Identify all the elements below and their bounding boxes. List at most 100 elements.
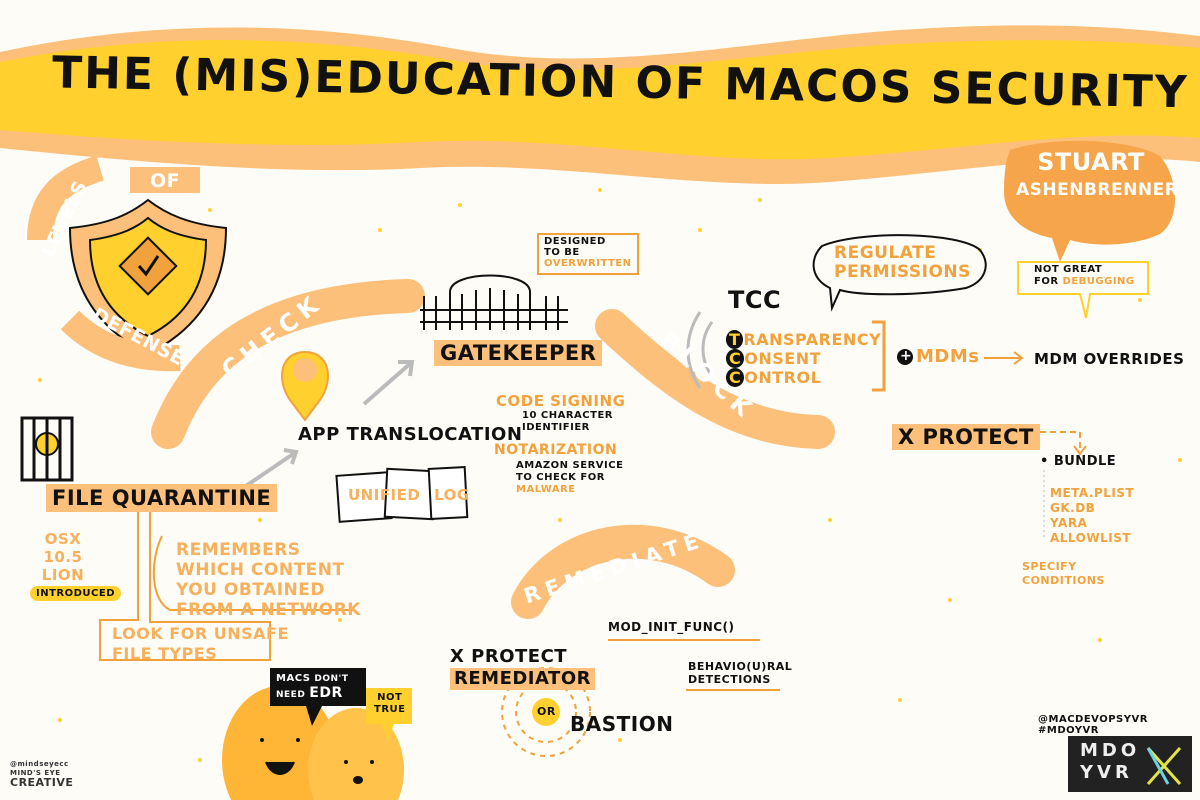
- translocation-pin-icon: [281, 350, 329, 422]
- log-word: LOG: [434, 486, 470, 504]
- remembers-line: WHICH CONTENT: [176, 560, 345, 580]
- designed-line: DESIGNED: [544, 236, 606, 247]
- remembers-line: REMEMBERS: [176, 540, 301, 560]
- of-label: OF: [150, 170, 181, 192]
- unsafe-note: LOOK FOR UNSAFE FILE TYPES: [112, 624, 289, 664]
- os-version-line: LION: [41, 566, 85, 584]
- title-ribbon: [0, 40, 1200, 160]
- notarization-note: AMAZON SERVICE TO CHECK FOR MALWARE: [516, 460, 623, 496]
- credit-line: MIND'S EYE: [10, 769, 61, 777]
- remediator-line: X PROTECT: [450, 646, 568, 667]
- designed-line: TO BE: [544, 247, 580, 258]
- edr-word: DON'T: [314, 674, 349, 684]
- remediator-line: REMEDIATOR: [450, 668, 595, 690]
- mdoyvr-logo: [1068, 736, 1192, 792]
- code-signing-line: IDENTIFIER: [522, 422, 590, 433]
- code-signing-label: CODE SIGNING: [496, 392, 626, 410]
- gate-icon: [420, 274, 568, 330]
- unified-word: UNIFIED: [348, 486, 421, 504]
- unified-log-icon: [335, 466, 469, 523]
- remediate-band: [511, 524, 735, 619]
- unsafe-line: LOOK FOR UNSAFE: [112, 624, 289, 643]
- code-signing-note: 10 CHARACTER IDENTIFIER: [522, 410, 613, 434]
- edr-word: EDR: [309, 685, 343, 701]
- bundle-files: META.PLIST GK.DB YARA ALLOWLIST: [1050, 486, 1134, 546]
- speaker-last: ASHENBRENNER: [1016, 180, 1179, 200]
- mdms-label: MDMs: [916, 346, 980, 367]
- shield-icon: [68, 198, 228, 356]
- tcc-word: ONTROL: [744, 368, 822, 387]
- plus-icon: +: [900, 348, 913, 364]
- speaker-name: STUART ASHENBRENNER: [1016, 148, 1179, 204]
- designed-note: DESIGNED TO BE OVERWRITTEN: [544, 236, 632, 269]
- specify-line: CONDITIONS: [1022, 574, 1105, 587]
- mdoyvr-logo-text: MDO YVR: [1080, 740, 1140, 784]
- specify-note: SPECIFY CONDITIONS: [1022, 560, 1105, 588]
- edr-bubble: [270, 668, 366, 726]
- app-translocation-label: APP TRANSLOCATION: [298, 424, 523, 445]
- tcc-letter: C: [726, 368, 745, 387]
- not-great-for: FOR: [1034, 276, 1059, 287]
- bundle-text: BUNDLE: [1053, 454, 1117, 469]
- unified-log-label: UNIFIED LOG: [348, 486, 470, 504]
- arrow-quarantine-to-translocation: [238, 450, 298, 492]
- logo-line: YVR: [1080, 762, 1133, 783]
- code-signing-line: 10 CHARACTER: [522, 410, 613, 421]
- footer-handle: @MACDEVOPSYVR #MDOYVR: [1038, 714, 1148, 736]
- not-true-line: NOT: [377, 692, 403, 703]
- edr-word: MACS: [276, 673, 311, 684]
- bundle-file: YARA: [1050, 516, 1088, 530]
- edr-line: NEED EDR: [276, 686, 348, 702]
- os-version-line: 10.5: [43, 548, 83, 566]
- remembers-line: YOU OBTAINED: [176, 580, 325, 600]
- notarization-line: MALWARE: [516, 484, 576, 495]
- mdm-overrides-label: MDM OVERRIDES: [1034, 350, 1185, 368]
- remembers-note: REMEMBERS WHICH CONTENT YOU OBTAINED FRO…: [176, 540, 361, 620]
- or-label: OR: [537, 705, 556, 718]
- edr-line: MACS DON'T: [276, 672, 348, 686]
- speaker-first: STUART: [1037, 148, 1145, 176]
- bundle-file: GK.DB: [1050, 501, 1096, 515]
- behavioral-note: BEHAVIO(U)RAL DETECTIONS: [688, 660, 792, 686]
- xprotect-label: X PROTECT: [892, 424, 1040, 450]
- bundle-file: ALLOWLIST: [1050, 531, 1132, 545]
- bundle-label: • BUNDLE: [1040, 454, 1117, 469]
- gatekeeper-label: GATEKEEPER: [434, 340, 603, 366]
- specify-line: SPECIFY: [1022, 560, 1077, 573]
- os-version: OSX 10.5 LION: [38, 530, 88, 584]
- notarization-label: NOTARIZATION: [494, 442, 618, 458]
- not-great-note: NOT GREAT FOR DEBUGGING: [1034, 264, 1135, 288]
- speaker-bubble: [1004, 140, 1175, 262]
- tcc-label: TCC: [728, 286, 782, 314]
- introduced-badge: INTRODUCED: [30, 586, 122, 601]
- credit-line: @mindseyecc: [10, 760, 69, 768]
- tcc-letter: C: [726, 349, 745, 368]
- quarantine-jail-icon: [20, 416, 74, 482]
- unsafe-line: FILE TYPES: [112, 644, 218, 663]
- bundle-file: META.PLIST: [1050, 486, 1135, 500]
- check-band: [151, 279, 425, 449]
- behavioral-line: BEHAVIO(U)RAL: [688, 660, 793, 673]
- not-true-line: TRUE: [374, 704, 406, 715]
- arrow-translocation-to-gatekeeper: [362, 360, 414, 406]
- regulate-note: REGULATE PERMISSIONS: [834, 244, 971, 282]
- credit-line: CREATIVE: [10, 776, 74, 789]
- designed-line: OVERWRITTEN: [544, 258, 632, 269]
- notarization-line: TO CHECK FOR: [516, 472, 605, 483]
- behavioral-line: DETECTIONS: [688, 673, 771, 686]
- remembers-line: FROM A NETWORK: [176, 600, 361, 620]
- logo-line: MDO: [1080, 740, 1141, 761]
- tcc-letter: T: [726, 330, 744, 349]
- bastion-label: BASTION: [570, 712, 674, 736]
- mod-init-label: MOD_INIT_FUNC(): [608, 620, 735, 634]
- not-true-bubble: [366, 688, 412, 740]
- regulate-line: PERMISSIONS: [834, 262, 971, 282]
- not-great-line: NOT GREAT: [1034, 264, 1103, 275]
- tcc-word: RANSPARENCY: [743, 330, 882, 349]
- debugging-word: DEBUGGING: [1062, 276, 1135, 287]
